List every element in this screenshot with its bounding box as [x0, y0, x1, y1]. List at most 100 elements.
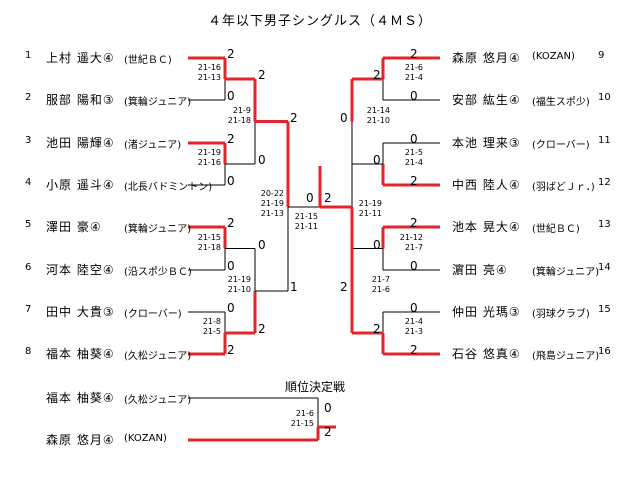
player-club: (羽ばどＪｒ．)	[532, 182, 595, 193]
set-score: 21-19	[358, 199, 382, 208]
set-score: 21-19	[197, 148, 221, 157]
game-score: 2	[410, 47, 418, 61]
game-score: 0	[227, 174, 235, 188]
set-score: 21-6	[295, 409, 314, 418]
placement-title: 順位決定戦	[285, 380, 346, 394]
set-score: 21-15	[290, 419, 314, 428]
game-score: 0	[410, 301, 418, 315]
game-score: 2	[227, 132, 235, 146]
player-club: (箕輪ジュニア)	[124, 97, 192, 108]
player-name: 福本 柚葵④	[46, 347, 115, 361]
game-score: 0	[410, 259, 418, 273]
game-score: 2	[258, 322, 266, 336]
seed-number: 16	[598, 346, 611, 357]
game-score: 0	[306, 191, 314, 205]
game-score: 0	[373, 237, 381, 252]
player-club: (クローバー)	[124, 309, 182, 320]
game-score: 0	[410, 89, 418, 103]
set-score: 21-12	[399, 232, 423, 242]
set-score: 21-11	[358, 209, 382, 218]
game-score: 2	[340, 279, 348, 294]
game-score: 1	[290, 279, 298, 294]
game-score: 0	[227, 259, 235, 273]
game-score: 0	[227, 301, 235, 315]
set-score: 21-3	[404, 327, 423, 336]
player-club: (羽球クラブ)	[532, 309, 590, 320]
game-score: 0	[410, 132, 418, 146]
seed-number: 10	[598, 92, 611, 103]
player-club: (KOZAN)	[532, 51, 575, 62]
set-score: 21-19	[227, 274, 251, 284]
player-club: (渚ジュニア)	[124, 140, 182, 151]
set-score: 21-6	[371, 284, 390, 294]
player-club: (沿スポ少ＢＣ)	[124, 267, 192, 278]
player-name: 中西 陸人④	[452, 178, 521, 192]
player-name: 田中 大貴③	[46, 305, 115, 319]
seed-number: 15	[598, 304, 611, 315]
set-score: 21-13	[197, 73, 221, 82]
set-score: 21-15	[197, 232, 221, 242]
game-score: 0	[324, 401, 332, 415]
player-name: 小原 遥斗④	[46, 178, 115, 192]
game-score: 2	[258, 68, 266, 82]
player-club: (飛島ジュニア)	[532, 351, 600, 362]
player-club: (久松ジュニア)	[124, 395, 192, 406]
game-score: 0	[340, 110, 348, 125]
player-name: 服部 陽和③	[46, 93, 115, 107]
player-name: 森原 悠月④	[452, 51, 521, 65]
page-title: ４年以下男子シングルス（４ＭＳ）	[207, 14, 432, 29]
seed-number: 14	[598, 262, 611, 273]
game-score: 0	[258, 237, 266, 252]
set-score: 21-14	[366, 105, 390, 115]
player-club: (クローバー)	[532, 140, 590, 151]
game-score: 2	[227, 47, 235, 61]
player-name: 上村 遥大④	[46, 51, 115, 65]
game-score: 0	[227, 89, 235, 103]
seed-number: 6	[25, 262, 32, 273]
seed-number: 3	[25, 135, 32, 146]
seed-number: 1	[25, 50, 32, 61]
player-club: (福生スポ少)	[532, 97, 590, 108]
seed-number: 11	[598, 135, 611, 146]
game-score: 0	[373, 153, 381, 167]
seed-number: 9	[598, 50, 605, 61]
game-score: 2	[410, 216, 418, 230]
set-score: 21-4	[404, 317, 423, 326]
game-score: 2	[410, 174, 418, 188]
set-score: 21-13	[260, 209, 284, 218]
player-name: 濵田 亮④	[452, 263, 508, 277]
player-name: 池本 晃大④	[452, 220, 521, 234]
seed-number: 13	[598, 219, 611, 230]
player-name: 森原 悠月④	[46, 433, 115, 447]
seed-number: 8	[25, 346, 32, 357]
player-club: (世紀ＢＣ)	[124, 55, 172, 66]
game-score: 2	[410, 343, 418, 357]
set-score: 21-15	[294, 212, 318, 221]
set-score: 21-5	[404, 148, 423, 157]
set-score: 20-22	[260, 189, 284, 198]
set-score: 21-9	[232, 105, 251, 115]
game-score: 2	[227, 216, 235, 230]
game-score: 2	[227, 343, 235, 357]
game-score: 2	[373, 68, 381, 82]
set-score: 21-7	[404, 242, 423, 252]
game-score: 0	[258, 153, 266, 167]
player-name: 澤田 豪④	[46, 220, 102, 234]
player-club: (KOZAN)	[124, 433, 167, 444]
player-name: 河本 陸空④	[46, 263, 115, 277]
set-score: 21-18	[197, 242, 221, 252]
player-club: (北長バドミントン)	[124, 182, 213, 193]
set-score: 21-16	[197, 63, 221, 72]
player-club: (箕輪ジュニア)	[124, 224, 192, 235]
set-score: 21-19	[260, 199, 284, 208]
player-name: 池田 陽輝④	[46, 136, 115, 150]
player-name: 福本 柚葵④	[46, 391, 115, 405]
seed-number: 7	[25, 304, 32, 315]
set-score: 21-8	[202, 317, 221, 326]
player-club: (世紀ＢＣ)	[532, 224, 580, 235]
set-score: 21-10	[227, 284, 251, 294]
player-club: (箕輪ジュニア)	[532, 267, 600, 278]
set-score: 21-5	[202, 327, 221, 336]
game-score: 2	[324, 191, 332, 205]
player-name: 仲田 光瑪③	[452, 305, 521, 319]
